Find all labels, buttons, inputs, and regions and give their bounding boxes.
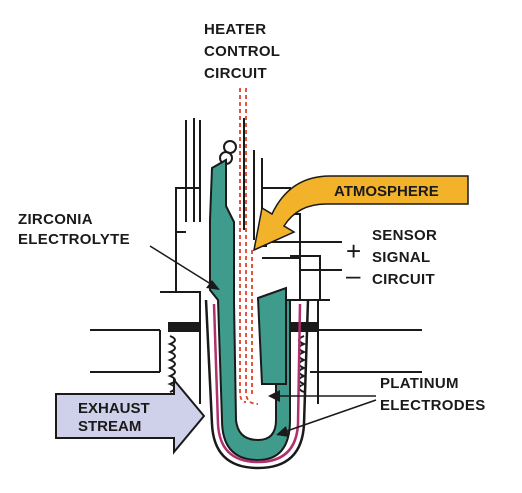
atmosphere-label: ATMOSPHERE	[334, 183, 439, 200]
sensor-label-line2: SIGNAL	[372, 249, 430, 266]
zirconia-label-line1: ZIRCONIA	[18, 211, 93, 228]
sensor-label-line1: SENSOR	[372, 227, 437, 244]
platinum-label-line2: ELECTRODES	[380, 397, 486, 414]
platinum-label-line1: PLATINUM	[380, 375, 459, 392]
zirconia-shoulder	[256, 286, 287, 385]
minus-sign: –	[346, 260, 361, 290]
sensor-label-line3: CIRCUIT	[372, 271, 435, 288]
zirconia-label-line2: ELECTROLYTE	[18, 231, 130, 248]
heater-label-line2: CONTROL	[204, 43, 280, 60]
zirconia-leader	[149, 245, 220, 290]
platinum-outer-electrode	[212, 303, 302, 464]
plus-sign: +	[346, 236, 361, 266]
platinum-leaders	[268, 390, 377, 437]
zirconia-electrolyte	[209, 158, 291, 462]
heater-label-line3: CIRCUIT	[204, 65, 267, 82]
exhaust-label-line1: EXHAUST	[78, 400, 150, 417]
outer-shell	[204, 299, 310, 470]
spring-coils	[219, 140, 237, 165]
heater-wire	[239, 88, 259, 405]
exhaust-label-line2: STREAM	[78, 418, 141, 435]
threads-left	[167, 322, 201, 400]
atmosphere-arrow	[252, 175, 469, 252]
heater-label-line1: HEATER	[204, 21, 266, 38]
exhaust-arrow	[55, 377, 206, 455]
